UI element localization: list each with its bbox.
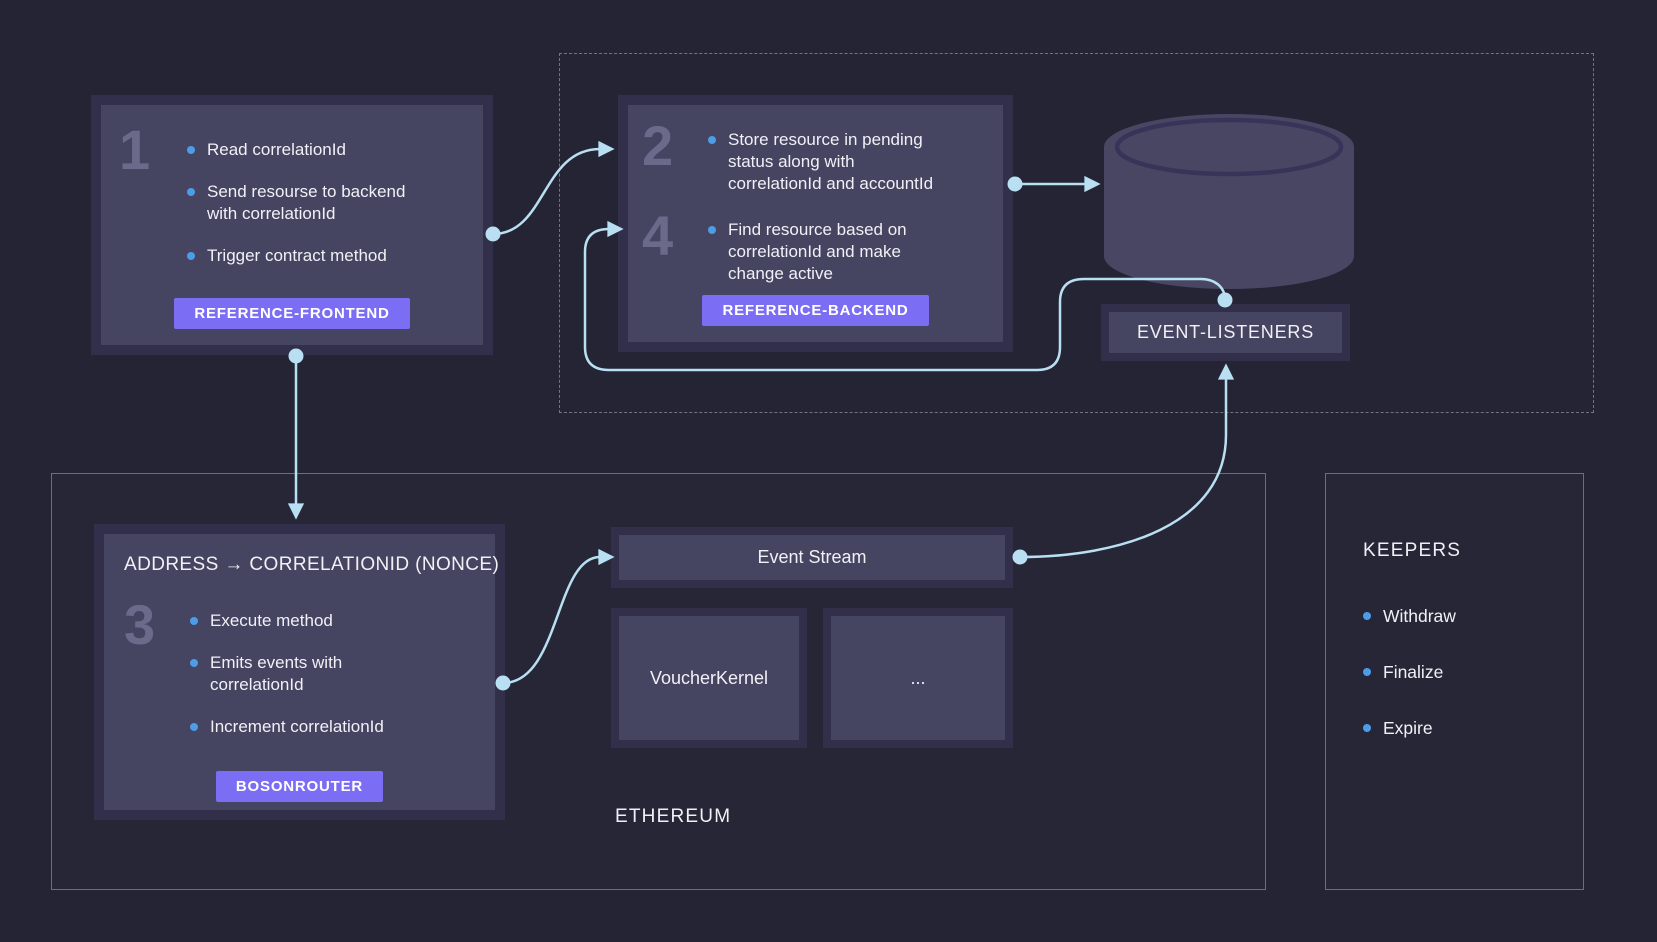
bullet-icon	[190, 617, 198, 625]
list-item-label: Read correlationId	[207, 140, 346, 159]
list-item: Send resourse to backend with correlatio…	[187, 181, 412, 225]
event-stream-box: Event Stream	[611, 527, 1013, 588]
list-item: Finalize	[1363, 661, 1456, 683]
list-item: Expire	[1363, 717, 1456, 739]
reference-frontend-badge: REFERENCE-FRONTEND	[174, 298, 410, 329]
list-item-label: Store resource in pending status along w…	[728, 130, 934, 193]
voucherkernel-label: VoucherKernel	[649, 667, 769, 688]
list-item: Emits events with correlationId	[190, 652, 420, 696]
list-item: Read correlationId	[187, 139, 412, 161]
backend-step: 4 Find resource based on correlationId a…	[642, 204, 1003, 285]
list-item: Store resource in pending status along w…	[708, 129, 948, 195]
list-item-label: Finalize	[1383, 662, 1444, 682]
list-item: Increment correlationId	[190, 716, 420, 738]
keepers-title: KEEPERS	[1363, 540, 1462, 561]
list-item: Trigger contract method	[187, 245, 412, 267]
step-number-1: 1	[119, 118, 151, 181]
step-number-4: 4	[642, 204, 674, 267]
list-item: Find resource based on correlationId and…	[708, 219, 948, 285]
list-item: Execute method	[190, 610, 420, 632]
event-listeners-box: EVENT-LISTENERS	[1101, 304, 1350, 361]
reference-backend-panel: 2 Store resource in pending status along…	[618, 95, 1013, 352]
bullet-icon	[1363, 612, 1371, 620]
keepers-list: Withdraw Finalize Expire	[1363, 605, 1456, 773]
reference-frontend-inner: 1 Read correlationId Send resourse to ba…	[101, 105, 483, 345]
list-item-label: Withdraw	[1383, 606, 1456, 626]
event-stream-label: Event Stream	[757, 547, 867, 567]
step-number-3: 3	[124, 593, 156, 656]
reference-backend-badge: REFERENCE-BACKEND	[702, 295, 929, 326]
list-item-label: Trigger contract method	[207, 246, 387, 265]
list-item-label: Execute method	[210, 611, 333, 630]
bullet-icon	[187, 146, 195, 154]
bullet-icon	[187, 188, 195, 196]
bosonrouter-badge: BOSONROUTER	[215, 771, 384, 802]
bosonrouter-inner: ADDRESS → CORRELATIONID (NONCE) 3 Execut…	[104, 534, 500, 810]
bullet-icon	[1363, 724, 1371, 732]
other-contracts-box: ...	[823, 608, 1013, 748]
bullet-icon	[708, 226, 716, 234]
bullet-icon	[190, 659, 198, 667]
list-item-label: Emits events with correlationId	[210, 653, 343, 694]
step-number-2: 2	[642, 114, 674, 177]
event-listeners-label: EVENT-LISTENERS	[1136, 322, 1315, 342]
ethereum-container	[51, 473, 1266, 890]
list-item-label: Increment correlationId	[210, 717, 384, 736]
bullet-icon	[187, 252, 195, 260]
bullet-icon	[708, 136, 716, 144]
address-correlationid-header: ADDRESS → CORRELATIONID (NONCE)	[124, 554, 500, 575]
list-item-label: Expire	[1383, 718, 1433, 738]
ethereum-label: ETHEREUM	[615, 806, 732, 827]
voucherkernel-box: VoucherKernel	[611, 608, 807, 748]
bullet-icon	[190, 723, 198, 731]
list-item-label: Send resourse to backend with correlatio…	[207, 182, 406, 223]
reference-backend-inner: 2 Store resource in pending status along…	[628, 105, 1003, 342]
reference-frontend-panel: 1 Read correlationId Send resourse to ba…	[91, 95, 493, 355]
list-item: Withdraw	[1363, 605, 1456, 627]
list-item-label: Find resource based on correlationId and…	[728, 220, 907, 283]
bullet-icon	[1363, 668, 1371, 676]
keepers-panel	[1325, 473, 1584, 890]
backend-step: 2 Store resource in pending status along…	[642, 114, 1003, 195]
bosonrouter-panel: ADDRESS → CORRELATIONID (NONCE) 3 Execut…	[94, 524, 505, 820]
mongodb-label: MONGODB	[1174, 221, 1284, 242]
other-contracts-label: ...	[910, 667, 926, 688]
